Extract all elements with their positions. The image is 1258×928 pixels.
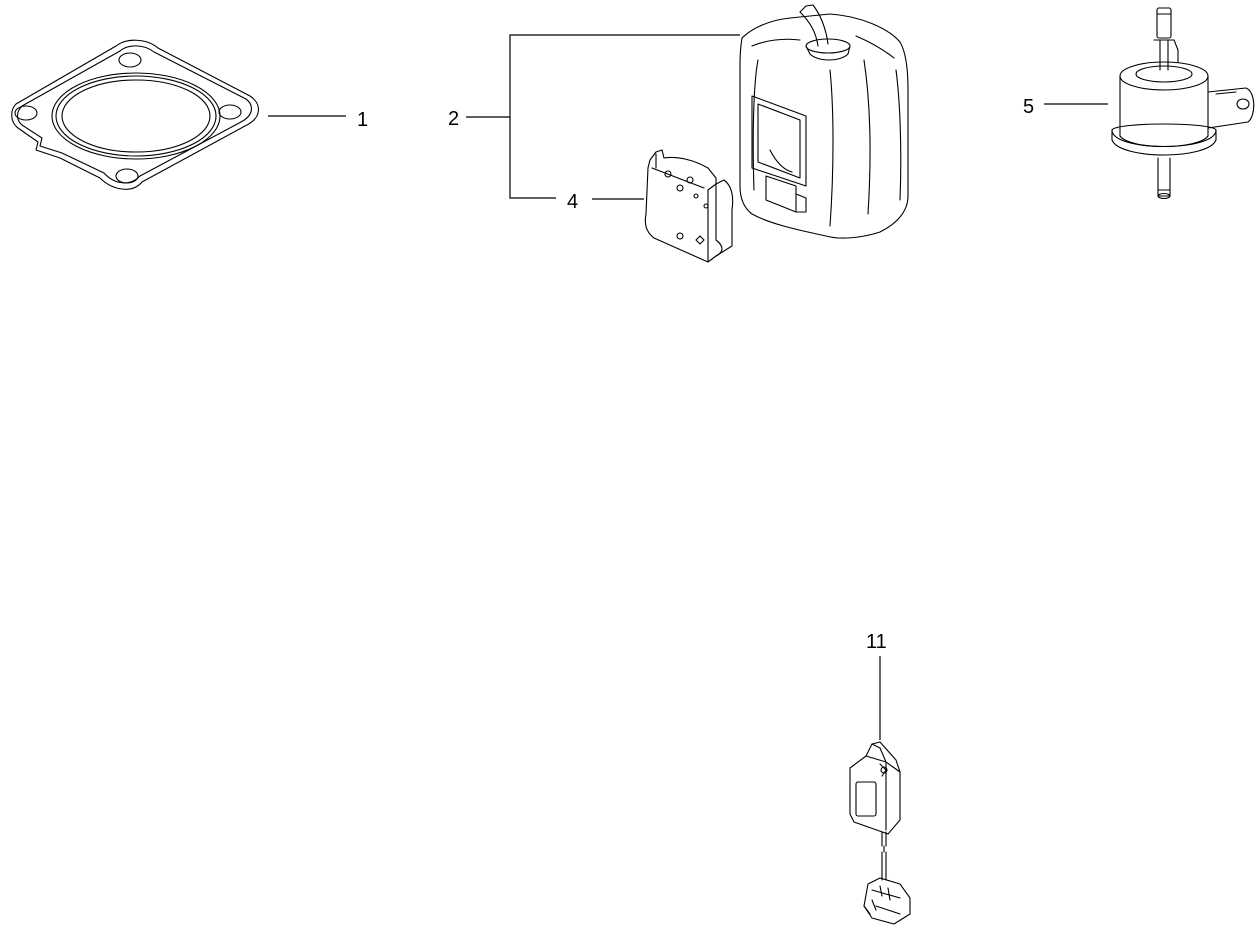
- fuel-filter-icon: [1111, 7, 1255, 200]
- reservoir-tank-icon: [739, 4, 909, 239]
- callouts: 1 2 4 5 11: [357, 96, 1034, 653]
- sensor-connector-icon: [849, 741, 911, 925]
- mounting-bracket-icon: [644, 149, 734, 263]
- callout-4: 4: [567, 191, 578, 213]
- callout-1: 1: [357, 109, 368, 131]
- callout-2: 2: [448, 108, 459, 130]
- leader-lines: [268, 34, 1108, 740]
- callout-11: 11: [866, 631, 887, 653]
- callout-5: 5: [1023, 96, 1034, 118]
- leader-2-bracket: [509, 34, 740, 199]
- gasket-icon: [11, 39, 259, 190]
